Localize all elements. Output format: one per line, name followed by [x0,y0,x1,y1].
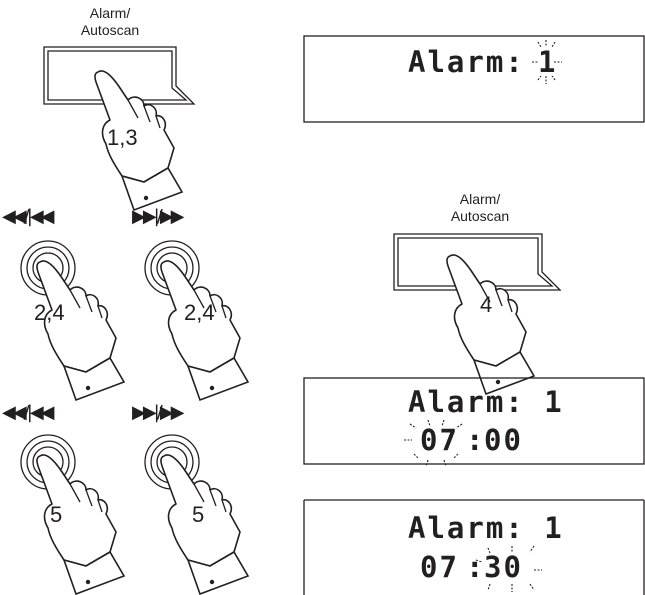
lcd-hours: 07 [420,550,459,584]
alarm-button-group-1: Alarm/ Autoscan 1,3 [43,5,196,211]
step-number: 5 [192,502,204,527]
lcd-line1: Alarm: 1 [408,511,564,545]
alarm-button-label-line1: Alarm/ [90,5,131,21]
lcd-hours: 07 [420,423,459,457]
pointing-hand-icon [160,260,249,401]
rewind-button-group-2: ◀◀/|◀◀ 2,4 [2,206,125,401]
lcd-minutes: 30 [484,550,523,584]
lcd-separator: : [466,423,485,457]
lcd-display-1: Alarm: 1 [303,35,645,123]
forward-button-group-3: ▶▶|/▶▶ 5 [132,402,249,595]
lcd-display-2: Alarm: 1 07 : 00 [303,377,645,467]
pointing-hand-icon [36,260,125,401]
step-number: 4 [480,292,492,317]
step-number: 2,4 [34,300,65,325]
alarm-button-label-line2: Autoscan [451,208,509,224]
lcd-minutes: 00 [484,423,523,457]
lcd-display-3: Alarm: 1 07 : 30 [303,499,645,595]
fast-forward-icon: ▶▶|/▶▶ [132,206,185,227]
rewind-icon: ◀◀/|◀◀ [2,402,55,423]
lcd-alarm-label: Alarm: [408,45,525,79]
fast-forward-icon: ▶▶|/▶▶ [132,402,185,423]
alarm-button-label-line2: Autoscan [81,22,139,38]
alarm-autoscan-button[interactable] [393,233,562,291]
rewind-button-group-3: ◀◀/|◀◀ 5 [2,402,125,595]
lcd-alarm-number: 1 [538,45,557,79]
blink-indicator-icon [404,419,463,467]
rewind-icon: ◀◀/|◀◀ [2,206,55,227]
forward-button-group-2: ▶▶|/▶▶ 2,4 [132,206,249,401]
alarm-button-group-2: Alarm/ Autoscan 4 [393,191,562,395]
step-number: 5 [50,502,62,527]
alarm-autoscan-button[interactable] [43,46,196,105]
step-number: 2,4 [184,300,215,325]
pointing-hand-icon [160,454,249,595]
step-number: 1,3 [107,125,138,150]
lcd-line1: Alarm: 1 [408,385,564,419]
pointing-hand-icon [446,254,535,395]
blink-indicator-icon [475,545,542,592]
alarm-button-label-line1: Alarm/ [460,191,501,207]
lcd-separator: : [466,550,485,584]
blink-indicator-icon [532,40,562,84]
